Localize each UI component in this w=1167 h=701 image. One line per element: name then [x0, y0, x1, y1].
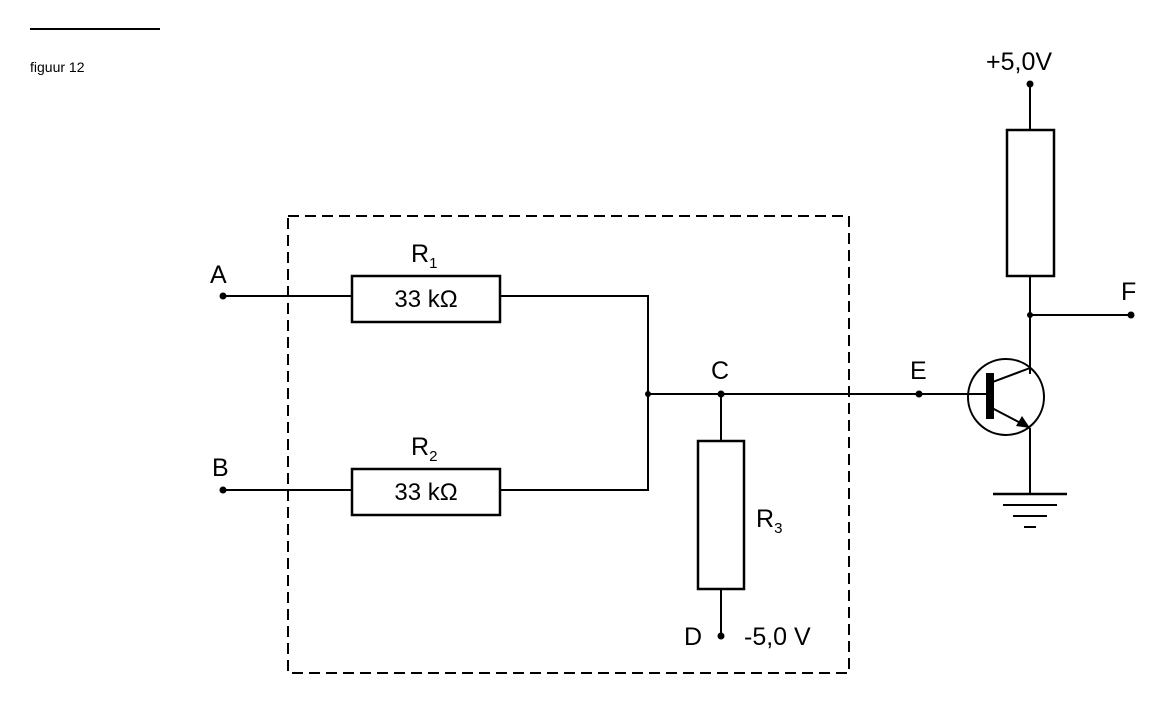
figure-caption: figuur 12 [30, 59, 85, 75]
value-r1: 33 kΩ [394, 286, 457, 313]
label-r2-name: R [411, 433, 429, 461]
node-e-dot [915, 390, 923, 398]
collector-junction-dot [1027, 312, 1033, 318]
junction-dot [645, 391, 651, 397]
label-node-b: B [212, 454, 229, 482]
supply-positive-dot [1026, 80, 1034, 88]
transistor-collector-lead [989, 367, 1031, 384]
label-r3: R3 [756, 505, 782, 537]
label-r3-name: R [756, 505, 774, 533]
label-node-e: E [910, 357, 927, 385]
terminal-b-dot [219, 486, 227, 494]
label-r2-sub: 2 [429, 448, 437, 465]
transistor-base-bar [986, 373, 994, 419]
label-r1: R1 [411, 240, 437, 272]
label-node-c: C [711, 357, 729, 385]
label-r2: R2 [411, 433, 437, 465]
label-r1-sub: 1 [429, 255, 437, 272]
terminal-f-dot [1127, 311, 1135, 319]
label-supply-positive: +5,0V [986, 48, 1052, 76]
resistor-r2 [350, 467, 502, 517]
value-r2: 33 kΩ [394, 479, 457, 506]
transistor-emitter-arrow [1016, 416, 1030, 428]
node-c-dot [717, 390, 725, 398]
terminal-d-dot [717, 632, 725, 640]
wire-r2-junction [500, 394, 649, 491]
resistor-r1 [350, 274, 502, 324]
label-node-f: F [1121, 278, 1136, 306]
label-r3-sub: 3 [774, 520, 782, 537]
label-r1-name: R [411, 240, 429, 268]
resistor-r3 [696, 439, 746, 591]
label-node-d: D [684, 623, 702, 651]
collector-resistor [1005, 128, 1056, 278]
label-node-a: A [210, 261, 227, 289]
label-supply-negative: -5,0 V [744, 623, 811, 651]
wire-r1-junction [500, 295, 649, 394]
dashed-enclosure [287, 215, 850, 674]
transistor-envelope [967, 358, 1045, 436]
terminal-a-dot [219, 292, 227, 300]
